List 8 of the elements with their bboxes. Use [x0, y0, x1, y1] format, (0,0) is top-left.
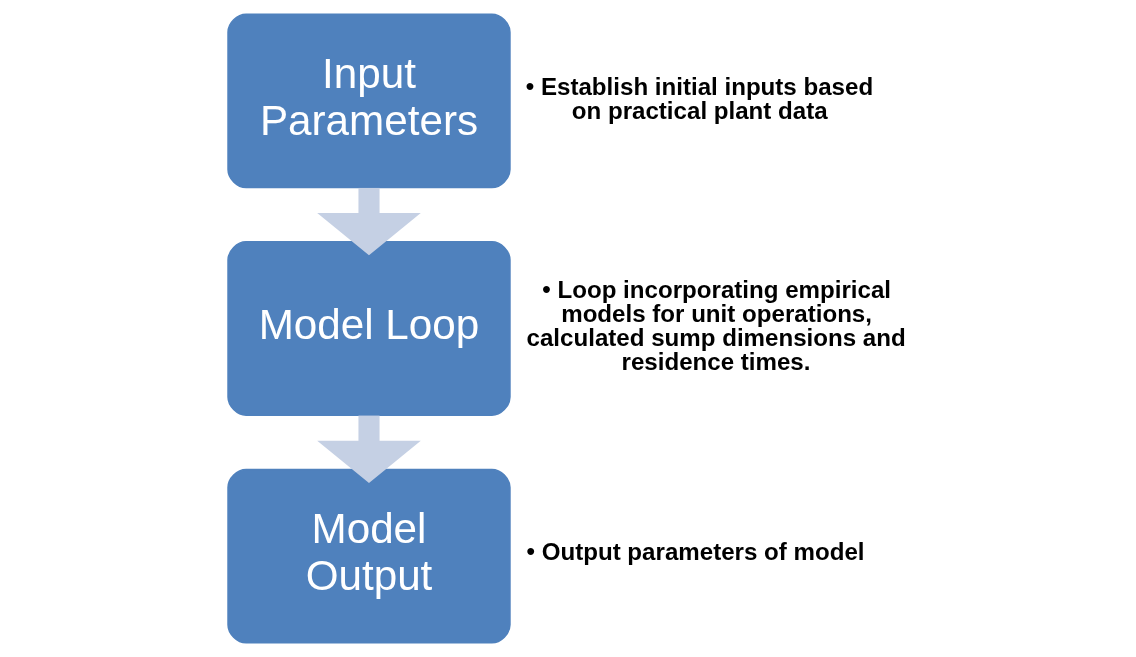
node-box: Model Output — [227, 468, 511, 644]
arrow — [317, 415, 421, 483]
node-label: • Output parameters of model — [526, 538, 865, 566]
node-box: Model Loop — [227, 241, 511, 416]
node-label: • Loop incorporating empirical models for unit operations, calculated sump dimensions and residence times. — [526, 276, 906, 376]
node-box: Input Parameters — [227, 13, 511, 189]
node-label: • Establish initial inputs based on practical plant data — [525, 72, 874, 124]
arrow — [317, 187, 421, 256]
